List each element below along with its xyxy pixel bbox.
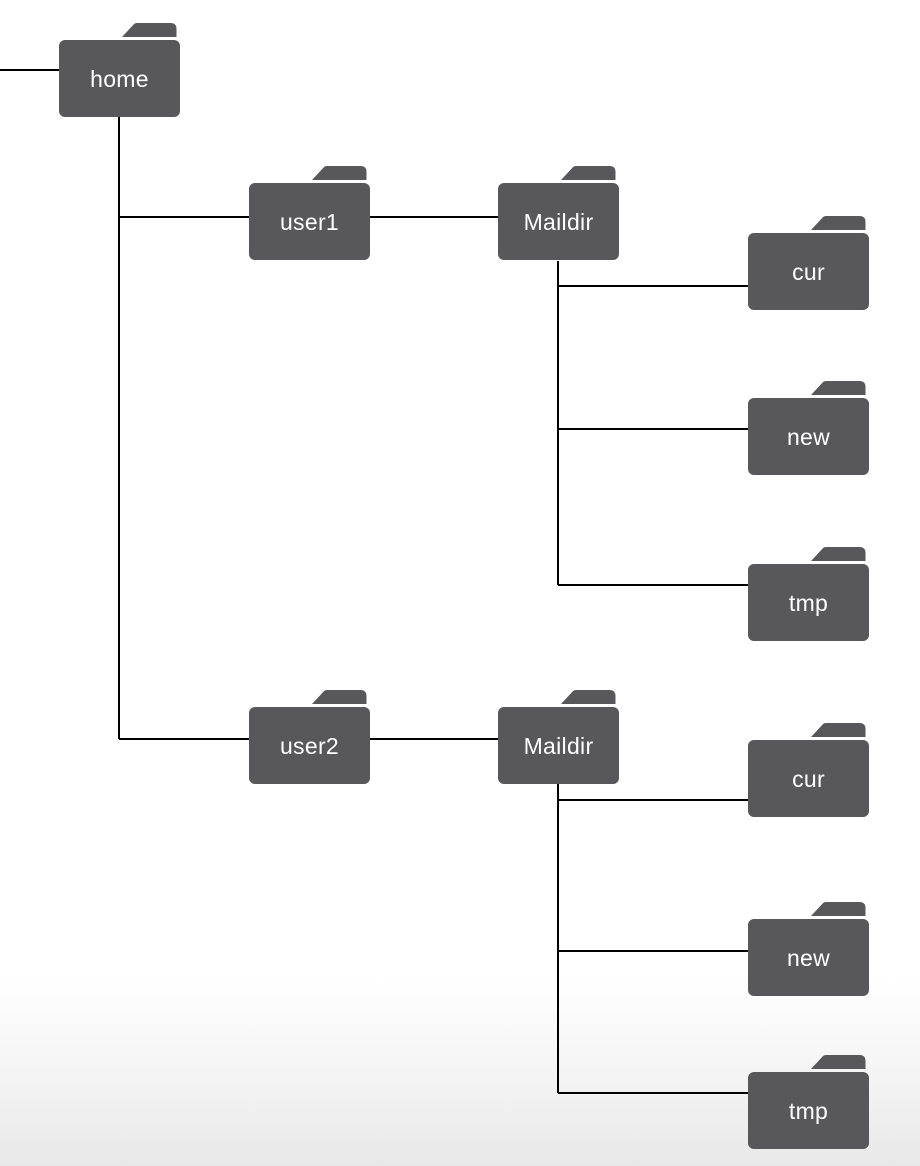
folder-node-maildir2: Maildir — [498, 687, 619, 784]
folder-icon — [748, 381, 869, 475]
folder-icon — [748, 1055, 869, 1149]
folder-icon — [249, 690, 370, 784]
folder-icon — [498, 166, 619, 260]
folder-label: Maildir — [523, 733, 594, 759]
folder-node-new1: new — [748, 378, 869, 475]
folder-node-maildir1: Maildir — [498, 163, 619, 260]
folder-icon — [59, 23, 180, 117]
folder-node-cur2: cur — [748, 720, 869, 817]
folder-icon — [748, 547, 869, 641]
folder-label: tmp — [788, 590, 829, 616]
folder-label: new — [786, 424, 831, 450]
folder-label: user1 — [279, 209, 340, 235]
folder-node-home: home — [59, 20, 180, 117]
folder-icon — [748, 723, 869, 817]
folder-node-tmp1: tmp — [748, 544, 869, 641]
folder-icon — [748, 216, 869, 310]
folder-label: Maildir — [523, 209, 594, 235]
folder-label: home — [90, 66, 149, 92]
folder-icon — [498, 690, 619, 784]
folder-node-cur1: cur — [748, 213, 869, 310]
folder-node-tmp2: tmp — [748, 1052, 869, 1149]
folder-icon — [249, 166, 370, 260]
folder-label: cur — [792, 766, 825, 792]
folder-node-user2: user2 — [249, 687, 370, 784]
folder-label: user2 — [279, 733, 340, 759]
folder-label: tmp — [788, 1098, 829, 1124]
folder-node-user1: user1 — [249, 163, 370, 260]
folder-icon — [748, 902, 869, 996]
folder-label: new — [786, 945, 831, 971]
folder-node-new2: new — [748, 899, 869, 996]
folder-label: cur — [792, 259, 825, 285]
